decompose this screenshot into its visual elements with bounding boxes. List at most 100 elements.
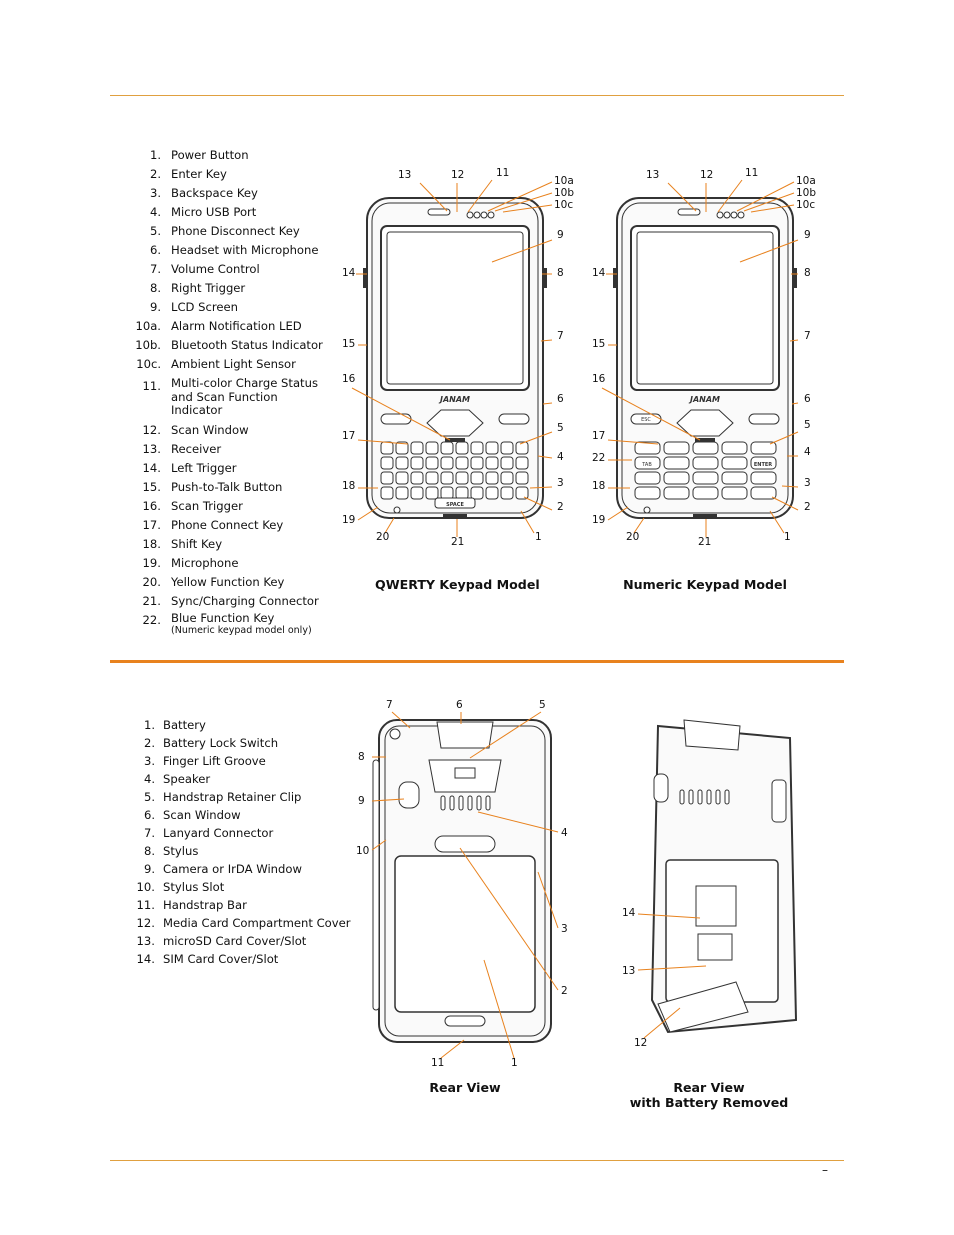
item-label: Scan Window (163, 806, 241, 824)
qwerty-callout-label: 17 (342, 430, 355, 442)
keypad-key (485, 456, 499, 470)
device-body-inner (371, 202, 539, 514)
numeric-leader-line (736, 181, 795, 212)
keypad-key (721, 471, 748, 485)
qwerty-callout-label: 19 (342, 514, 355, 526)
item-label-text: Stylus Slot (163, 880, 225, 894)
speaker-grille-slot (449, 795, 455, 811)
numeric-leader-line (633, 517, 645, 534)
rear-callout-label: 9 (358, 795, 365, 807)
keypad-key (721, 486, 748, 500)
item-label: Right Trigger (171, 279, 245, 298)
rear-item: 2.Battery Lock Switch (130, 734, 351, 752)
speaker-grille-slot (476, 795, 482, 811)
keypad-key (485, 471, 499, 485)
rear-removed-caption-line1: Rear View (673, 1080, 745, 1095)
item-label: LCD Screen (171, 298, 238, 317)
item-label-continuation: and Scan Function (171, 389, 278, 404)
item-number: 12. (136, 916, 155, 930)
item-label-text: Yellow Function Key (171, 574, 285, 589)
numeric-callout-label: 4 (804, 446, 811, 458)
rear-item: 6.Scan Window (130, 806, 351, 824)
keypad-key (663, 456, 690, 470)
item-label-text: Receiver (171, 441, 222, 456)
item-label-text: Bluetooth Status Indicator (171, 338, 323, 352)
keypad-key (425, 456, 439, 470)
item-label-text: Micro USB Port (171, 205, 257, 219)
item-number: 10a. (135, 319, 161, 333)
numeric-callout-label: 12 (700, 169, 713, 181)
rear-item: 7.Lanyard Connector (130, 824, 351, 842)
front-item: 10a.Alarm Notification LED (130, 317, 323, 336)
speaker-grille-slot (485, 795, 491, 811)
qwerty-leader-line (520, 510, 535, 534)
item-number: 6. (149, 243, 161, 257)
keypad-key (380, 471, 394, 485)
keypad-key (515, 441, 529, 455)
numeric-leader-line (771, 496, 799, 511)
item-number: 19. (142, 555, 161, 570)
keypad-key (455, 441, 469, 455)
front-item: 14.Left Trigger (130, 459, 323, 478)
item-number: 16. (142, 498, 161, 513)
keypad-key (395, 486, 409, 500)
item-label-text: Phone Connect Key (171, 517, 284, 532)
item-label: Headset with Microphone (171, 241, 319, 260)
qwerty-callout-label: 5 (557, 422, 564, 434)
rear-callout-label: 2 (561, 985, 568, 997)
keypad-key (692, 456, 719, 470)
qwerty-leader-line (542, 402, 553, 405)
qwerty-leader-line (519, 431, 553, 445)
rear-item: 10.Stylus Slot (130, 878, 351, 896)
item-number: 15. (142, 479, 161, 494)
numeric-leader-line (743, 192, 795, 212)
item-label-text: Headset with Microphone (171, 243, 319, 257)
item-number: 3. (143, 754, 155, 768)
qwerty-leader-line (351, 387, 451, 441)
speaker-grille-slot (440, 795, 446, 811)
front-item: 9.LCD Screen (130, 298, 323, 317)
keypad-key (692, 486, 719, 500)
item-label: microSD Card Cover/Slot (163, 932, 306, 950)
rear-item: 11. Handstrap Bar (130, 896, 351, 914)
keypad-key (410, 486, 424, 500)
item-label-text: Handstrap Bar (163, 898, 247, 912)
keypad-key (663, 471, 690, 485)
numeric-callout-label: 16 (592, 373, 606, 385)
qwerty-callout-label: 20 (376, 531, 389, 543)
item-number: 11. (136, 898, 155, 912)
item-number: 5. (143, 790, 155, 804)
keypad-key (395, 441, 409, 455)
numeric-callout-label: 13 (646, 169, 659, 181)
numeric-callout-label: 21 (698, 536, 711, 548)
keypad-key (692, 471, 719, 485)
front-item: 20.Yellow Function Key (130, 573, 323, 592)
sync-connector-icon (693, 514, 717, 518)
right-trigger-icon (793, 268, 797, 288)
lcd-inner (636, 231, 774, 385)
numeric-callout-label: 8 (804, 267, 811, 279)
item-label-text: SIM Card Cover/Slot (163, 952, 279, 966)
numeric-callout-label: 19 (592, 514, 605, 526)
item-number: 4. (149, 205, 161, 219)
item-label: Lanyard Connector (163, 824, 273, 842)
rear-device (372, 719, 552, 1043)
numeric-caption: Numeric Keypad Model (623, 577, 787, 592)
qwerty-callout-label: 12 (451, 169, 464, 181)
item-label-text: Scan Window (171, 422, 249, 437)
keypad-key (470, 486, 484, 500)
item-label-text: Blue Function Key (171, 610, 275, 625)
keypad-key (470, 471, 484, 485)
item-label: SIM Card Cover/Slot (163, 950, 278, 968)
keypad-key (634, 441, 661, 455)
item-label-text: Lanyard Connector (163, 826, 274, 840)
item-label: Ambient Light Sensor (171, 355, 296, 374)
item-label-text: Right Trigger (171, 281, 246, 295)
rear-device-battery-removed (650, 719, 798, 1034)
rear-removed-scan-head (683, 719, 741, 751)
item-label: Power Button (171, 146, 249, 165)
numeric-callout-label: 9 (804, 229, 811, 241)
